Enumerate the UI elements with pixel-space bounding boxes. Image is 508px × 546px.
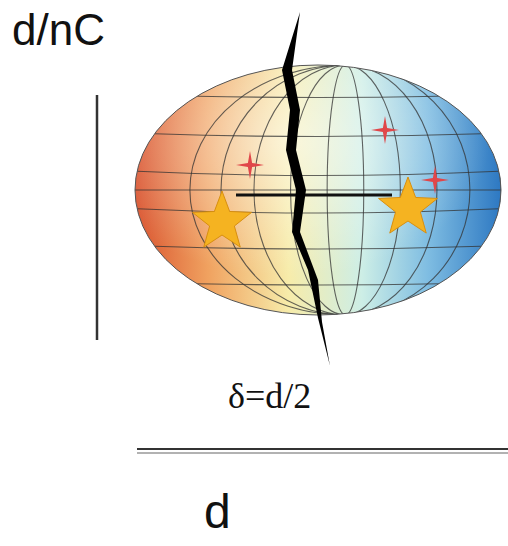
- grid-lines: [135, 65, 501, 315]
- highlight: [135, 65, 501, 315]
- width-bar-shadow: [137, 452, 508, 454]
- red-star: [371, 116, 399, 144]
- height-bar: [96, 95, 99, 340]
- red-star: [421, 166, 449, 194]
- fracture: [282, 12, 330, 366]
- equator-line: [135, 189, 501, 190]
- width-bar: [137, 448, 508, 450]
- dimension-label: δ=d/2: [228, 378, 311, 414]
- red-star: [236, 151, 264, 179]
- ellipsoid-outline: [135, 65, 501, 315]
- yellow-star: [379, 177, 438, 233]
- latitude-line: [197, 96, 439, 97]
- dimension-label: d: [204, 488, 231, 536]
- dimension-label: d/nC: [12, 8, 105, 52]
- latitude-line: [155, 134, 482, 137]
- ellipsoid: [135, 65, 501, 315]
- stars: [193, 116, 449, 247]
- separation-line: [236, 194, 392, 197]
- yellow-star: [193, 191, 252, 247]
